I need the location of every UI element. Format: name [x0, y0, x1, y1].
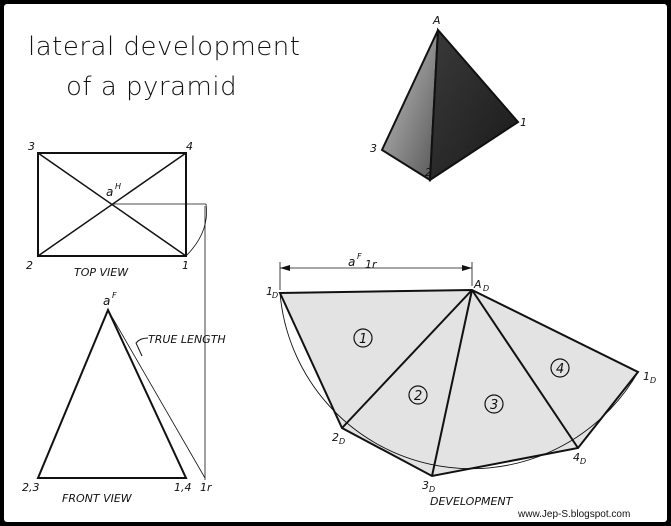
face-marker-2: 2 — [408, 385, 428, 405]
dimension-arrow-left — [280, 265, 290, 271]
front-view-right-label: 1,4 — [174, 481, 192, 494]
title-line-2: of a pyramid — [66, 72, 237, 102]
front-view: a F TRUE LENGTH 2,3 1,4 1r FRONT VIEW — [22, 206, 226, 505]
front-view-true-length-line — [107, 309, 206, 479]
face-number-3: 3 — [490, 398, 498, 413]
credit-text: www.Jep-S.blogspot.com — [517, 509, 630, 520]
top-view-corner-4: 4 — [186, 140, 193, 153]
development-caption: DEVELOPMENT — [430, 495, 514, 508]
face-marker-1: 1 — [353, 328, 373, 348]
front-view-apex-label: a — [103, 294, 110, 308]
top-view-center-sup: H — [115, 182, 121, 191]
drawing-canvas: lateral development of a pyramid A 3 2 1… — [22, 14, 656, 520]
dimension-label-sup: F — [357, 252, 362, 261]
face-number-4: 4 — [556, 362, 564, 377]
dev-3-label: 3 — [422, 479, 429, 492]
dev-2-sub: D — [339, 437, 345, 446]
dev-apex-label: A — [473, 278, 482, 291]
pyramid-right-face — [428, 27, 520, 182]
development-fold-3 — [431, 289, 473, 477]
dev-4-sub: D — [580, 457, 586, 466]
true-length-label: TRUE LENGTH — [148, 333, 226, 346]
pyramid-front-edge — [429, 29, 439, 181]
dev-3-sub: D — [429, 485, 435, 494]
dev-1a-sub: D — [272, 291, 278, 300]
pyramid-apex-label: A — [432, 14, 441, 27]
true-length-leader — [135, 337, 149, 357]
drawing-sheet: lateral development of a pyramid A 3 2 1… — [4, 4, 667, 522]
pyramid-left-face — [380, 29, 439, 182]
top-view-corner-2: 2 — [26, 259, 33, 272]
development-fold-4 — [471, 289, 579, 449]
dimension-arrow-right — [462, 265, 472, 271]
pyramid-3d: A 3 2 1 — [370, 14, 527, 182]
top-view-swing-arc — [185, 203, 207, 257]
face-number-2: 2 — [414, 389, 422, 404]
front-view-triangle — [36, 307, 188, 479]
pyramid-front-label: 2 — [425, 166, 432, 179]
development: a F 1r A D 1 D 2 D 3 D 4 D 1 D 1 2 3 4 — [266, 252, 656, 508]
top-view-corner-3: 3 — [28, 140, 35, 153]
title-line-1: lateral development — [28, 32, 300, 62]
face-marker-3: 3 — [484, 394, 504, 414]
development-fold-2 — [341, 289, 473, 429]
development-fill — [280, 290, 638, 476]
dimension-label-sub: 1r — [365, 258, 378, 271]
top-view-diagonal-b — [37, 152, 187, 257]
dev-apex-sub: D — [483, 284, 489, 293]
top-view-center-label: a — [106, 185, 113, 199]
front-view-1r-label: 1r — [200, 481, 213, 494]
top-view-corner-1: 1 — [182, 259, 189, 272]
front-view-apex-sup: F — [112, 291, 117, 300]
front-view-left-label: 2,3 — [22, 481, 40, 494]
dev-4-label: 4 — [573, 451, 580, 464]
top-view-rectangle — [37, 152, 187, 257]
dimension-label: a — [348, 255, 355, 269]
dev-1b-sub: D — [650, 376, 656, 385]
top-view-caption: TOP VIEW — [74, 266, 129, 279]
pyramid-right-label: 1 — [520, 116, 527, 129]
dev-1a-label: 1 — [266, 285, 273, 298]
face-marker-4: 4 — [550, 358, 570, 378]
front-view-caption: FRONT VIEW — [62, 492, 133, 505]
top-view: 3 4 2 1 a H TOP VIEW — [26, 140, 207, 279]
development-arc — [279, 292, 639, 470]
dev-1b-label: 1 — [643, 370, 650, 383]
dev-2-label: 2 — [332, 431, 339, 444]
face-number-1: 1 — [359, 332, 367, 347]
pyramid-left-label: 3 — [370, 142, 377, 155]
